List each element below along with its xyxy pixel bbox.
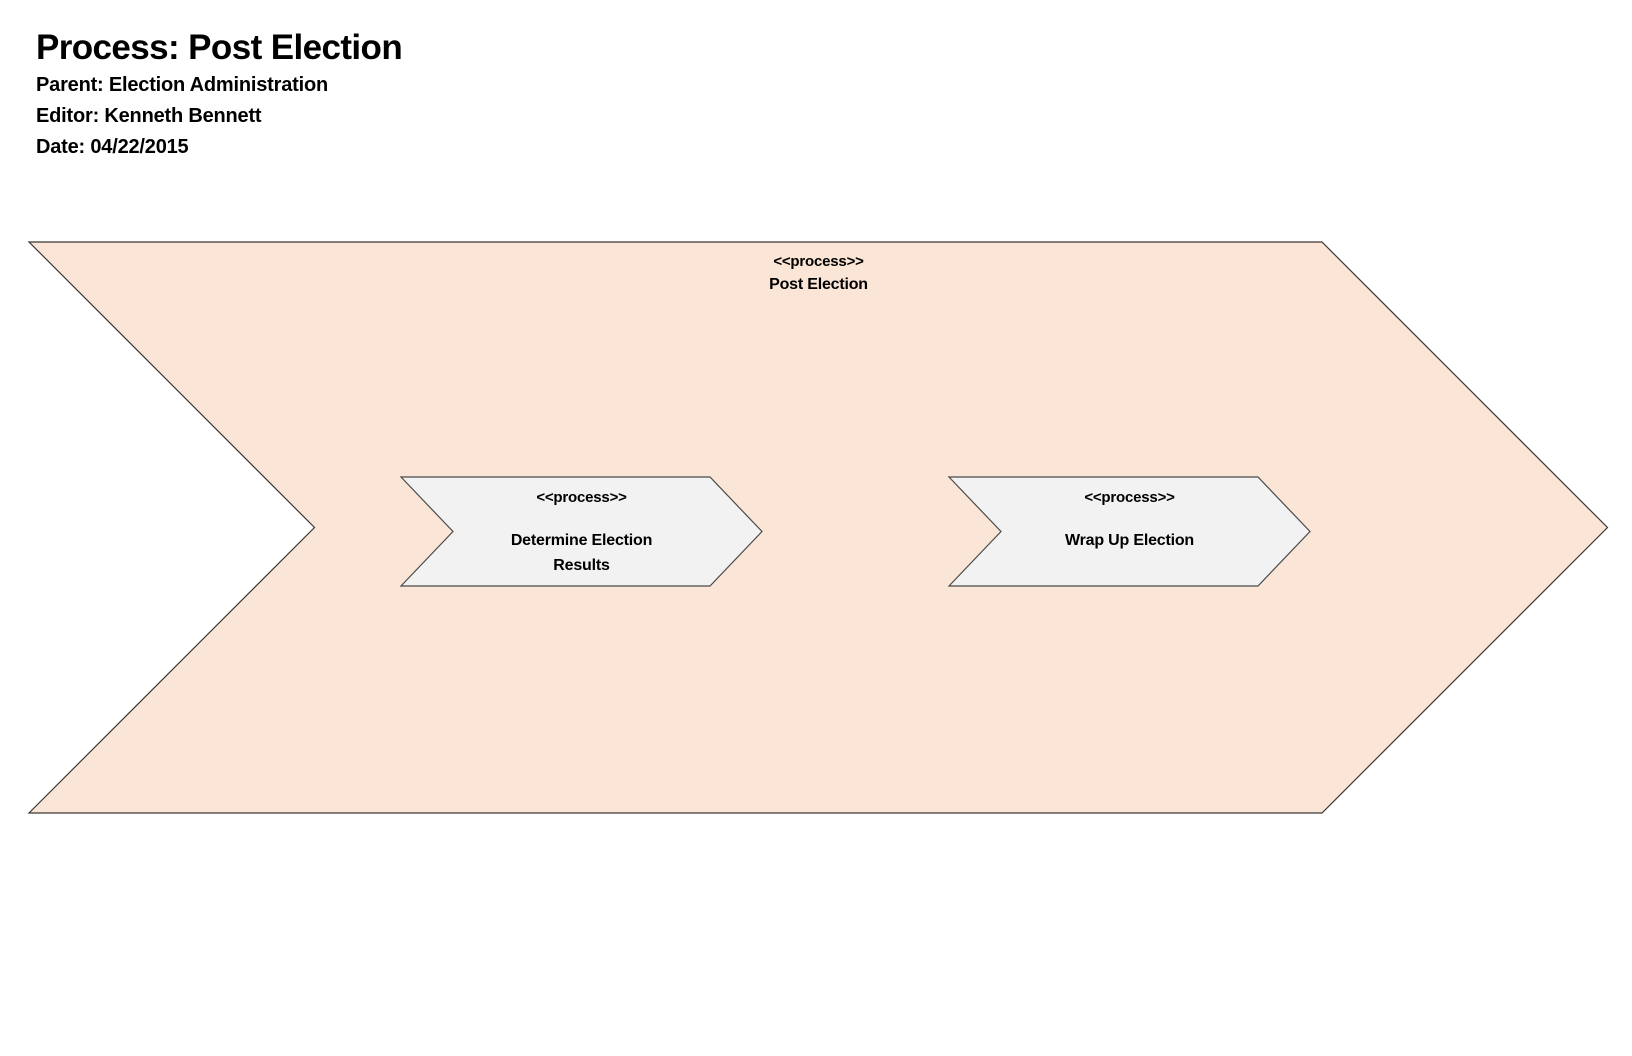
step-arrow-determine-election-results[interactable] [399, 476, 763, 587]
header-date: Date: 04/22/2015 [36, 136, 189, 158]
header-block: Process: Post Election Parent: Election … [36, 26, 403, 163]
step-arrow-wrap-up-election[interactable] [947, 476, 1311, 587]
header-editor: Editor: Kenneth Bennett [36, 105, 262, 127]
page-title: Process: Post Election [36, 28, 403, 67]
header-parent: Parent: Election Administration [36, 74, 328, 96]
container-arrow-post-election[interactable] [27, 241, 1609, 814]
